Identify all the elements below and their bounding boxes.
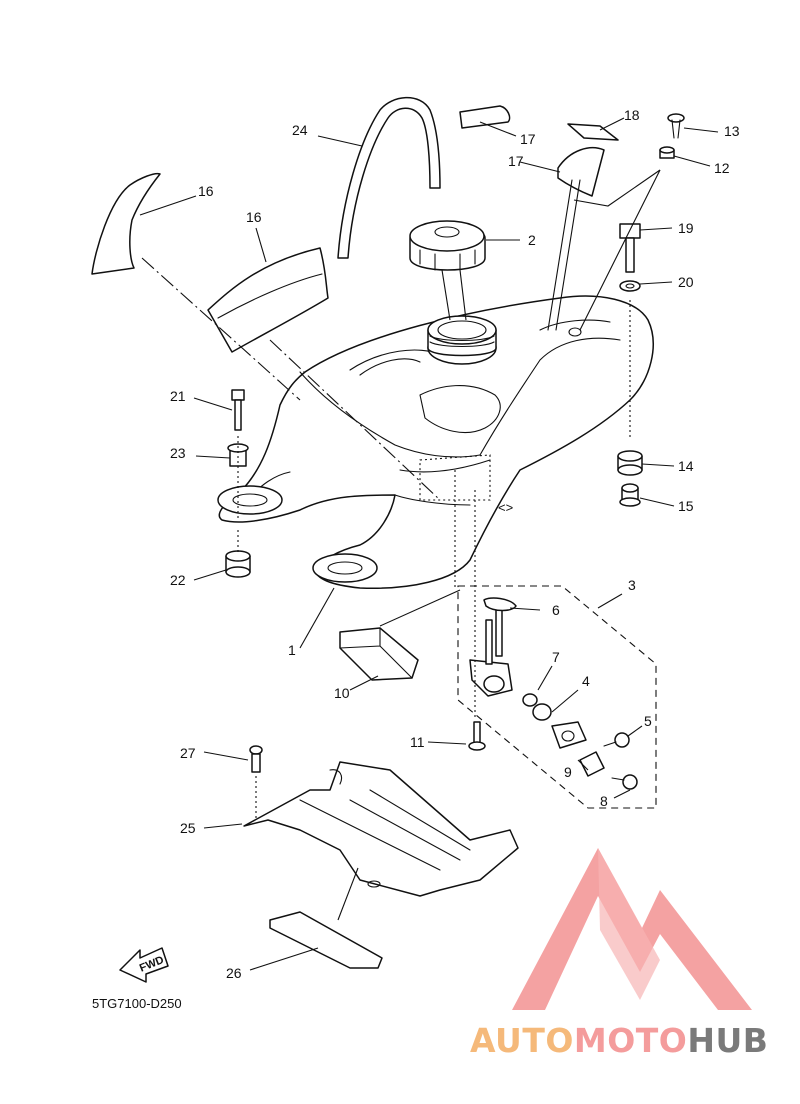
callout-21: 21 [170,388,186,404]
callout-22: 22 [170,572,186,588]
bolt-19 [619,223,641,273]
screw-13 [667,113,685,139]
band-18 [567,123,619,141]
svg-text:<>: <> [498,500,513,515]
callout-20: 20 [678,274,694,290]
callout-2: 2 [528,232,536,248]
ref-line-damper-10 [379,589,461,627]
callout-12: 12 [714,160,730,176]
ref-line-collar [573,169,661,207]
callout-17-top: 17 [520,131,536,147]
callout-8: 8 [600,793,608,809]
callout-17-bracket: 17 [508,153,524,169]
callout-16-center: 16 [246,209,262,225]
callout-13: 13 [724,123,740,139]
watermark-auto: AUTO [470,1021,574,1060]
callout-23: 23 [170,445,186,461]
fuel-cock [469,597,552,721]
watermark-logo [512,848,752,1010]
band-rod-2 [555,179,581,331]
callout-27: 27 [180,745,196,761]
callout-9: 9 [564,764,572,780]
tank-pad-center-detail [217,273,323,319]
watermark-moto: MOTO [574,1021,687,1060]
lever-plate [551,721,587,749]
callout-11: 11 [410,734,425,750]
ref-line-cap [459,269,467,321]
damper-17-top [459,105,511,129]
screw-8 [611,774,638,790]
ref-line-pad-center [269,339,441,501]
bolt-21 [231,389,245,431]
fwd-arrow-icon: FWD [119,947,169,983]
ref-line-pad-left [141,257,301,401]
damper-10-edges [339,627,413,679]
callout-19: 19 [678,220,694,236]
collar-15 [619,483,641,507]
damper-22 [225,550,251,578]
ref-line-collar-2 [579,169,661,331]
callout-7: 7 [552,649,560,665]
breather-hose [337,96,441,259]
bolt-27 [249,745,263,773]
callout-4: 4 [582,673,590,689]
watermark-text: AUTOMOTOHUB [470,1021,768,1060]
watermark-inner-shape [598,848,660,1000]
callout-10: 10 [334,685,350,701]
callout-1: 1 [288,642,296,658]
band-rod [547,179,573,331]
callout-25: 25 [180,820,196,836]
callout-15: 15 [678,498,694,514]
fuel-cap [409,220,486,271]
tank-guard [243,761,519,897]
collar-12 [659,146,675,159]
diagram-code: 5TG7100-D250 [92,996,182,1011]
screw-5 [603,732,630,748]
guard-pad-26 [269,911,383,969]
callout-14: 14 [678,458,694,474]
lever-9 [579,751,605,777]
callout-numbers: 1 2 3 4 5 6 7 8 9 10 11 12 13 14 15 16 1… [170,107,740,981]
callout-3: 3 [628,577,636,593]
callout-6: 6 [552,602,560,618]
tank-pad-center [207,247,329,353]
leader-lines [139,117,719,971]
washer-20 [619,280,641,292]
callout-16-left: 16 [198,183,214,199]
callout-5: 5 [644,713,652,729]
ref-line-cap-2 [441,269,451,321]
callout-26: 26 [226,965,242,981]
watermark-hub: HUB [687,1021,768,1060]
damper-17-bracket [557,147,605,197]
fuel-tank: <> [217,295,654,590]
ref-box-cock [419,454,491,501]
screw-11 [468,721,486,751]
callout-18: 18 [624,107,640,123]
tank-pad-left [91,172,161,275]
damper-14 [617,450,643,476]
callout-24: 24 [292,122,308,138]
